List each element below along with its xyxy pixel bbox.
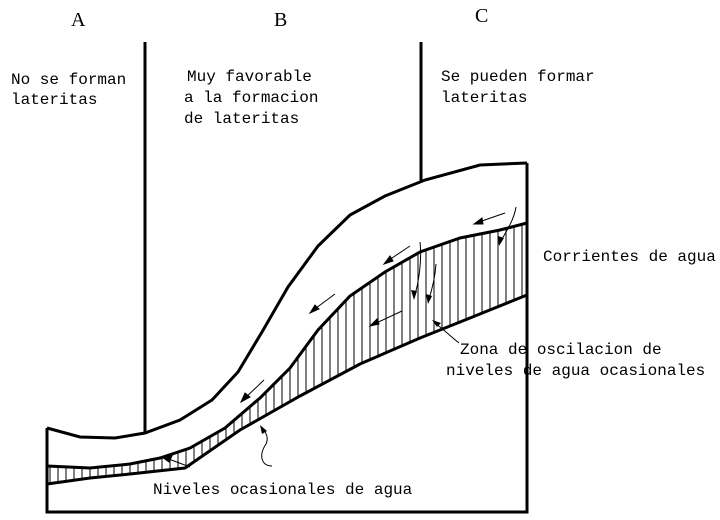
zone-c-letter: C xyxy=(475,5,489,27)
oscillation-label-line2: niveles de agua ocasionales xyxy=(446,362,706,380)
upper-water-level-line xyxy=(46,221,528,470)
currents-label: Corrientes de agua xyxy=(543,248,716,266)
zone-c-desc-line1: Se pueden formar xyxy=(441,68,595,86)
zone-a-desc-line2: lateritas xyxy=(11,91,98,109)
zone-a-letter: A xyxy=(71,9,86,31)
zone-b-desc-line2: a la formacion xyxy=(184,89,319,107)
water-current-arrows xyxy=(160,212,506,468)
block-outline xyxy=(45,163,529,514)
ground-surface-line xyxy=(46,161,528,440)
leader-arrowheads xyxy=(260,236,504,434)
zone-a-desc-line1: No se forman xyxy=(11,71,127,89)
occasional-levels-label: Niveles ocasionales de agua xyxy=(153,481,413,499)
zone-b-desc-line1: Muy favorable xyxy=(187,68,312,86)
zone-b-desc-line3: de lateritas xyxy=(184,110,300,128)
zone-b-letter: B xyxy=(274,9,288,31)
oscillation-zone xyxy=(47,223,527,484)
lower-water-level-line xyxy=(46,293,528,486)
oscillation-label-line1: Zona de oscilacion de xyxy=(460,341,662,359)
zone-c-desc-line2: lateritas xyxy=(441,89,528,107)
